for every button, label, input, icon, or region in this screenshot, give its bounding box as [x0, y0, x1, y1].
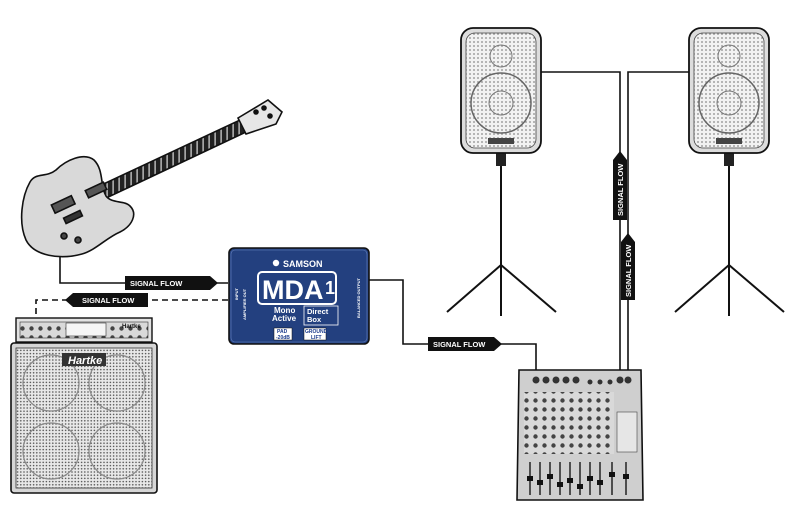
- di-brand: SAMSON: [283, 259, 323, 269]
- signal-flow-arrow-to-left-speaker: SIGNAL FLOW: [613, 151, 627, 220]
- samson-logo-icon: [272, 259, 280, 267]
- cable-mixer-to-right-speaker: [627, 71, 689, 380]
- db-label: -20dB: [276, 335, 290, 341]
- signal-flow-label: SIGNAL FLOW: [82, 296, 135, 305]
- electric-guitar-icon: [20, 99, 283, 258]
- di-box: SAMSON MDA 1 Mono Active Direct Box PAD …: [228, 247, 370, 345]
- bass-amp-head: Hartke: [15, 317, 153, 343]
- pad-label: PAD: [277, 329, 288, 335]
- di-model-suffix: 1: [325, 278, 335, 298]
- pa-speaker-left: [446, 27, 557, 316]
- signal-flow-label: SIGNAL FLOW: [616, 163, 625, 216]
- di-desc-mono: Mono: [274, 306, 295, 315]
- di-output-label: BALANCED OUTPUT: [356, 277, 361, 318]
- signal-flow-label: SIGNAL FLOW: [130, 279, 183, 288]
- signal-flow-label: SIGNAL FLOW: [433, 340, 486, 349]
- cable-di-to-amp: [35, 299, 228, 320]
- signal-flow-arrow-di-to-amp: SIGNAL FLOW: [65, 293, 148, 307]
- di-desc-direct: Direct: [307, 307, 329, 316]
- ground-lift-switch[interactable]: [303, 327, 327, 341]
- lift-label: LIFT: [311, 335, 322, 341]
- cabinet-brand: Hartke: [68, 355, 102, 367]
- signal-flow-arrow-di-to-mixer: SIGNAL FLOW: [428, 337, 502, 351]
- cable-mixer-to-left-speaker: [541, 71, 621, 380]
- di-thru-label: AMPLIFIER OUT: [242, 288, 247, 320]
- cable-di-to-mixer: [369, 279, 537, 380]
- bass-speaker-cabinet: Hartke: [10, 342, 158, 494]
- signal-flow-arrow-to-right-speaker: SIGNAL FLOW: [621, 233, 635, 300]
- mixing-console: [516, 369, 644, 501]
- di-model: MDA: [262, 275, 324, 305]
- di-desc-active: Active: [272, 314, 297, 323]
- amp-head-brand: Hartke: [122, 324, 141, 330]
- pa-speaker-right: [674, 27, 785, 316]
- di-input-label: INPUT: [234, 287, 239, 300]
- signal-flow-label: SIGNAL FLOW: [624, 244, 633, 297]
- signal-flow-arrow-guitar-to-di: SIGNAL FLOW: [125, 276, 218, 290]
- pad-switch[interactable]: [273, 327, 293, 341]
- ground-label: GROUND: [305, 329, 328, 335]
- di-desc-box: Box: [307, 315, 322, 324]
